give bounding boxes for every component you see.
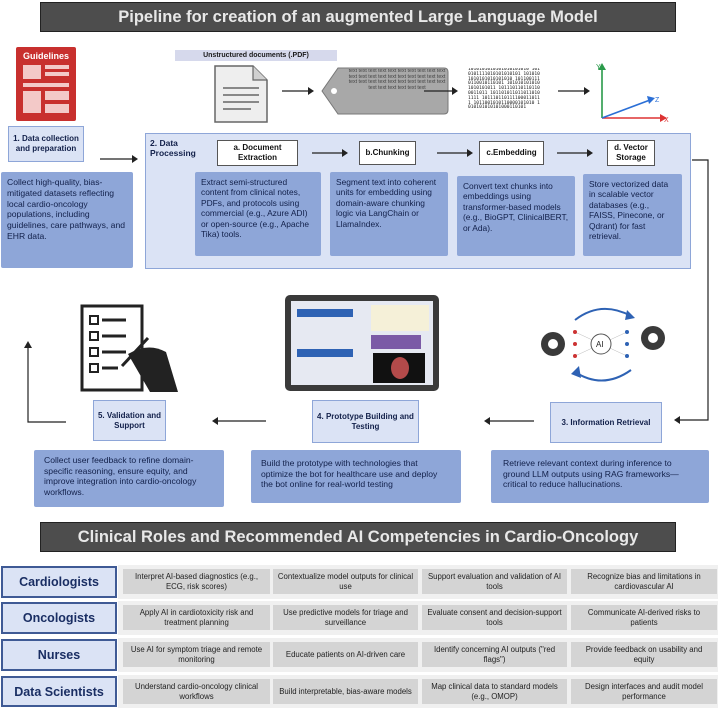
role-data-scientists: Data Scientists <box>1 676 117 707</box>
axis-x-label: X <box>664 117 669 124</box>
arrow-tag-to-binary <box>424 87 458 95</box>
step1-description: Collect high-quality, bias-mitigated dat… <box>1 172 133 268</box>
substep-vector-storage-description: Store vectorized data in scalable vector… <box>583 174 682 256</box>
role-competency-cell: Use predictive models for triage and sur… <box>273 605 418 630</box>
role-competency-cell: Use AI for symptom triage and remote mon… <box>123 642 270 667</box>
arrow-doc-to-tag <box>282 87 314 95</box>
competencies-title: Clinical Roles and Recommended AI Compet… <box>40 522 676 552</box>
step1-label: 1. Data collection and preparation <box>8 126 84 162</box>
guidelines-label: Guidelines <box>22 51 69 61</box>
guidelines-document-icon: Guidelines <box>16 47 76 121</box>
step2-label: 2. Data Processing <box>150 138 196 158</box>
role-competency-cell: Provide feedback on usability and equity <box>571 642 717 667</box>
role-competency-cell: Map clinical data to standard models (e.… <box>422 679 567 704</box>
vector-space-axes-icon: Y Z X <box>596 63 669 124</box>
substep-chunking-label: b.Chunking <box>359 141 416 165</box>
substep-vector-storage-label: d. Vector Storage <box>607 140 655 166</box>
step4-label: 4. Prototype Building and Testing <box>312 400 419 443</box>
role-competency-cell: Interpret AI-based diagnostics (e.g., EC… <box>123 569 270 594</box>
checklist-icon <box>80 304 178 392</box>
arrow-retrieval-to-prototype <box>484 417 534 425</box>
role-competency-cell: Build interpretable, bias-aware models <box>273 679 418 704</box>
arrow-processing-to-retrieval <box>674 159 709 424</box>
axis-z-label: Z <box>655 97 660 104</box>
step3-description: Retrieve relevant context during inferen… <box>491 450 709 503</box>
role-competency-cell: Communicate AI-derived risks to patients <box>571 605 717 630</box>
role-oncologists: Oncologists <box>1 602 117 634</box>
arrow-embedding-to-storage <box>557 149 593 157</box>
substep-chunking-description: Segment text into coherent units for emb… <box>330 172 448 256</box>
role-competency-cell: Design interfaces and audit model perfor… <box>571 679 717 704</box>
unstructured-documents-label: Unstructured documents (.PDF) <box>175 50 337 61</box>
pdf-document-icon <box>214 65 268 123</box>
tag-text: text text text text text text text text … <box>348 69 446 91</box>
role-cardiologists: Cardiologists <box>1 566 117 598</box>
step5-label: 5. Validation and Support <box>93 400 166 441</box>
ai-retrieval-icon: AI <box>541 308 665 382</box>
arrow-chunking-to-embedding <box>437 149 473 157</box>
role-competency-cell: Identify concerning AI outputs ("red fla… <box>422 642 567 667</box>
prototype-tablet-icon <box>285 295 439 391</box>
role-competency-cell: Contextualize model outputs for clinical… <box>273 569 418 594</box>
role-competency-cell: Understand cardio-oncology clinical work… <box>123 679 270 704</box>
arrow-validation-to-start <box>24 341 66 423</box>
substep-embedding-label: c.Embedding <box>479 141 544 165</box>
binary-embedding-text: 1010101010101010101010 10101011110101010… <box>468 68 540 111</box>
role-competency-cell: Apply AI in cardiotoxicity risk and trea… <box>123 605 270 630</box>
step4-description: Build the prototype with technologies th… <box>251 450 461 503</box>
role-competency-cell: Evaluate consent and decision-support to… <box>422 605 567 630</box>
axis-y-label: Y <box>596 64 601 71</box>
arrow-step1-to-processing <box>100 155 138 163</box>
pipeline-title: Pipeline for creation of an augmented La… <box>40 2 676 32</box>
substep-embedding-description: Convert text chunks into embeddings usin… <box>457 176 575 256</box>
arrow-extraction-to-chunking <box>312 149 348 157</box>
arrow-binary-to-axes <box>558 87 590 95</box>
role-competency-cell: Educate patients on AI-driven care <box>273 642 418 667</box>
ai-label: AI <box>596 340 604 349</box>
role-nurses: Nurses <box>1 639 117 671</box>
step5-description: Collect user feedback to refine domain-s… <box>34 450 224 507</box>
substep-document-extraction-description: Extract semi-structured content from cli… <box>195 172 321 256</box>
text-tag-icon: text text text text text text text text … <box>320 66 450 116</box>
role-competency-cell: Support evaluation and validation of AI … <box>422 569 567 594</box>
step3-label: 3. Information Retrieval <box>550 402 662 443</box>
substep-document-extraction-label: a. Document Extraction <box>217 140 298 166</box>
role-competency-cell: Recognize bias and limitations in cardio… <box>571 569 717 594</box>
roles-table: Cardiologists Interpret AI-based diagnos… <box>0 564 719 708</box>
arrow-prototype-to-validation <box>212 417 266 425</box>
